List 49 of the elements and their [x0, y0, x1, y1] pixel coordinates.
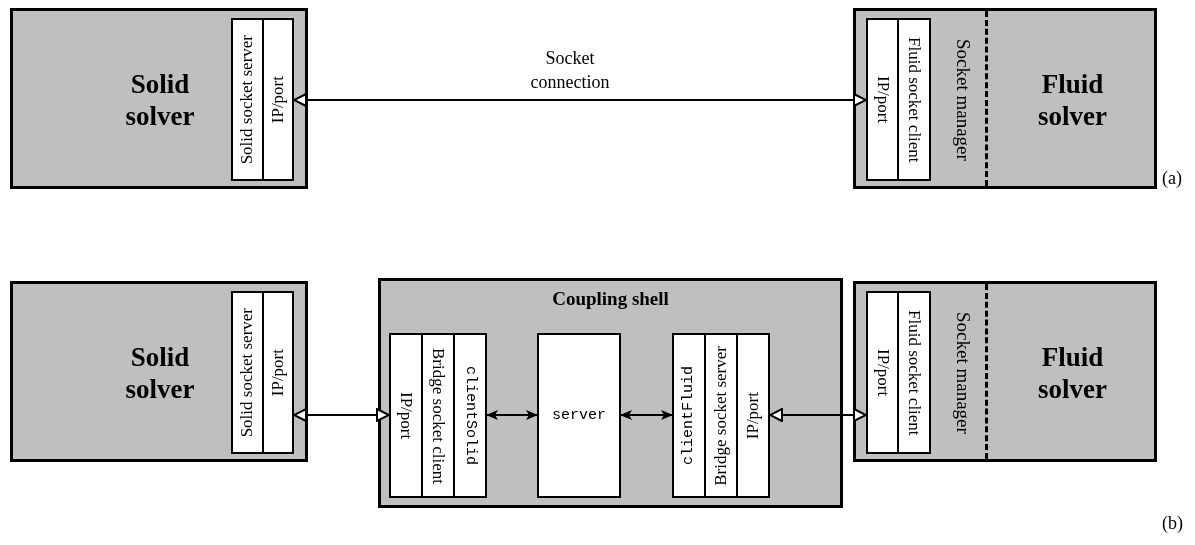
panel-label: (b): [1162, 513, 1183, 534]
strip-label: Solid socket server: [237, 34, 258, 165]
strip-label: Bridge socket server: [710, 345, 731, 486]
double-arrow: [486, 410, 538, 420]
box-title: Fluid solver: [1037, 340, 1108, 406]
solver-box: [10, 8, 308, 189]
strip-panel: [389, 333, 423, 498]
strip-panel: [262, 18, 294, 181]
solver-box: [853, 8, 1157, 189]
strip-panel: [704, 333, 738, 498]
strip-label: IP/port: [267, 75, 288, 124]
box-title: Socket manager: [952, 311, 975, 434]
panel-label: (a): [1162, 168, 1182, 189]
strip-label: clientSolid: [461, 366, 479, 465]
strip-panel: [453, 333, 487, 498]
strip-panel: [537, 333, 621, 498]
strip-panel: [231, 291, 264, 454]
double-arrow: [769, 408, 867, 422]
solver-box: [378, 278, 843, 508]
strip-label: Fluid socket client: [904, 36, 925, 163]
box-title: Solid solver: [124, 67, 196, 133]
double-arrow: [293, 93, 867, 107]
solver-box: [853, 281, 1157, 462]
double-arrow: [293, 408, 390, 422]
strip-label: IP/port: [742, 391, 763, 440]
box-title: Coupling shell: [552, 287, 669, 311]
strip-label: clientFluid: [680, 366, 698, 465]
double-arrow: [620, 410, 673, 420]
strip-label: IP/port: [396, 391, 417, 440]
strip-panel: [866, 18, 899, 181]
solver-box: [10, 281, 308, 462]
strip-panel: [866, 291, 899, 454]
strip-label: server: [552, 406, 606, 425]
strip-label: Solid socket server: [237, 307, 258, 438]
strip-panel: [897, 291, 931, 454]
strip-panel: [672, 333, 706, 498]
strip-label: IP/port: [267, 348, 288, 397]
strip-label: IP/port: [872, 75, 893, 124]
box-title: Solid solver: [124, 340, 196, 406]
strip-panel: [897, 18, 931, 181]
strip-panel: [736, 333, 770, 498]
strip-panel: [231, 18, 264, 181]
strip-label: Fluid socket client: [904, 309, 925, 436]
strip-panel: [421, 333, 455, 498]
box-title: Socket manager: [952, 38, 975, 161]
strip-panel: [262, 291, 294, 454]
strip-label: IP/port: [872, 348, 893, 397]
box-title: Fluid solver: [1037, 67, 1108, 133]
strip-label: Bridge socket client: [428, 347, 449, 484]
